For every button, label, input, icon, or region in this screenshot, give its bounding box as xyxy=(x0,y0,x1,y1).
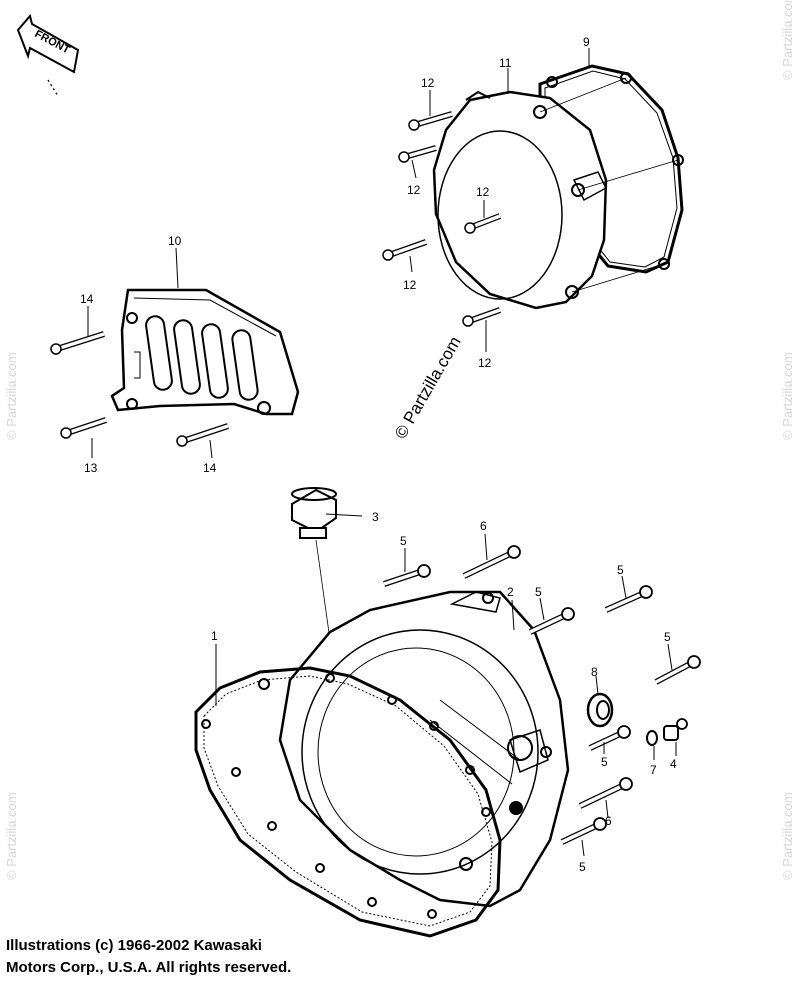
screw-12-b xyxy=(398,145,437,163)
copyright-notice: Illustrations (c) 1966-2002 Kawasaki Mot… xyxy=(6,935,566,979)
callout-labels: 9 11 12 12 12 12 12 10 14 13 14 3 6 5 2 … xyxy=(80,35,677,874)
bolt-5-d xyxy=(654,655,701,685)
callout-5-a: 5 xyxy=(400,534,407,548)
generator-cover-11 xyxy=(432,90,608,310)
callout-2: 2 xyxy=(507,585,514,599)
callout-10: 10 xyxy=(168,234,182,248)
watermark-right-bottom: © Partzilla.com xyxy=(780,792,795,880)
front-arrow-icon: FRONT xyxy=(16,13,80,97)
callout-6-a: 6 xyxy=(480,519,487,533)
bolt-5-b xyxy=(528,607,575,635)
sprocket-cover-assembly xyxy=(50,247,300,459)
callout-5-c: 5 xyxy=(617,563,624,577)
screw-12-a xyxy=(408,111,453,131)
bolt-5-e xyxy=(588,725,631,751)
callout-9: 9 xyxy=(583,35,590,49)
callout-3: 3 xyxy=(372,510,379,524)
oil-seal-8 xyxy=(586,675,614,728)
clutch-cover-assembly xyxy=(194,487,701,938)
bolt-14-bottom xyxy=(176,423,229,447)
callout-8: 8 xyxy=(591,665,598,679)
callout-5-e: 5 xyxy=(601,755,608,769)
bolt-5-f xyxy=(560,817,607,845)
callout-11: 11 xyxy=(499,56,512,70)
clutch-gasket-1 xyxy=(194,666,502,938)
copyright-line-2: Motors Corp., U.S.A. All rights reserved… xyxy=(6,959,292,976)
screw-12-e xyxy=(462,307,502,327)
washer-7 xyxy=(646,730,658,760)
callout-12-b: 12 xyxy=(407,183,421,197)
callout-4: 4 xyxy=(670,757,677,771)
bolt-5-c xyxy=(604,585,653,613)
callout-5-f: 5 xyxy=(579,860,586,874)
callout-12-a: 12 xyxy=(421,76,435,90)
bolt-6-a xyxy=(462,545,521,579)
filler-cap-3 xyxy=(291,487,363,641)
bolt-4 xyxy=(663,718,688,756)
callout-12-c: 12 xyxy=(476,185,490,199)
watermark-top-right: © Partzilla.com xyxy=(780,0,795,80)
bolt-13 xyxy=(60,417,107,439)
clutch-cover-2 xyxy=(278,590,570,908)
watermark-left-bottom: © Partzilla.com xyxy=(4,792,19,880)
callout-5-b: 5 xyxy=(535,585,542,599)
bolt-5-a xyxy=(383,564,431,587)
callout-12-e: 12 xyxy=(478,356,492,370)
callout-13: 13 xyxy=(84,461,98,475)
callout-6-b: 6 xyxy=(605,814,612,828)
callout-5-d: 5 xyxy=(664,630,671,644)
generator-cover-assembly xyxy=(382,48,684,352)
screw-12-d xyxy=(382,239,427,261)
callout-12-d: 12 xyxy=(403,278,417,292)
callout-1: 1 xyxy=(211,629,218,643)
callout-7: 7 xyxy=(650,763,657,777)
watermark-right-top: © Partzilla.com xyxy=(780,352,795,440)
bolt-6-b xyxy=(578,777,633,809)
callout-14-b: 14 xyxy=(203,461,217,475)
watermark-left-top: © Partzilla.com xyxy=(4,352,19,440)
copyright-line-1: Illustrations (c) 1966-2002 Kawasaki xyxy=(6,937,262,954)
bolt-14-top xyxy=(50,331,105,355)
callout-14-a: 14 xyxy=(80,292,94,306)
screw-12-c xyxy=(464,213,502,234)
watermark-main: © Partzilla.com xyxy=(391,333,465,442)
